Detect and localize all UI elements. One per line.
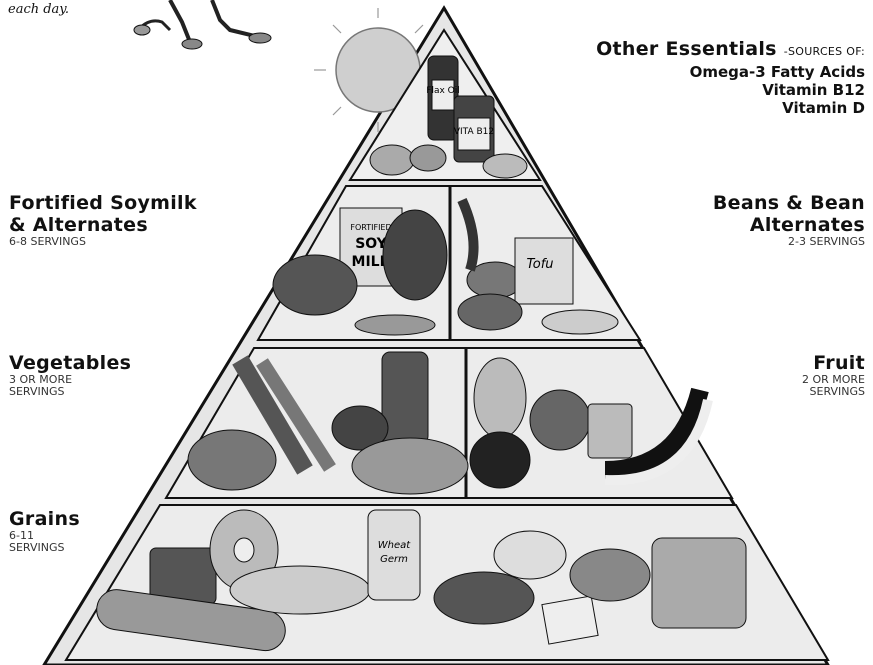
- crackers: [542, 596, 598, 644]
- beans-title-2: Alternates: [645, 214, 865, 236]
- peanuts: [542, 310, 618, 334]
- essentials-item-b12: Vitamin B12: [535, 81, 865, 99]
- label-vegetables: Vegetables 3 OR MORE SERVINGS: [9, 352, 169, 398]
- essentials-item-omega: Omega-3 Fatty Acids: [535, 63, 865, 81]
- vegetables-servings-2: SERVINGS: [9, 386, 169, 398]
- veggie-burger: [458, 294, 522, 330]
- label-other-essentials: Other Essentials -SOURCES OF: Omega-3 Fa…: [535, 38, 865, 117]
- cereal-bowl: [494, 531, 566, 579]
- vitamin-label: VITA B12: [454, 127, 494, 137]
- label-fruit: Fruit 2 OR MORE SERVINGS: [705, 352, 865, 398]
- grapes: [474, 358, 526, 438]
- fruit-title: Fruit: [705, 352, 865, 374]
- salad-bowl: [188, 430, 276, 490]
- label-soymilk: Fortified Soymilk & Alternates 6-8 SERVI…: [9, 192, 249, 248]
- walnuts: [370, 145, 414, 175]
- orange: [530, 390, 590, 450]
- label-grains: Grains 6-11 SERVINGS: [9, 508, 129, 554]
- jar-wheat: Wheat: [378, 540, 412, 551]
- potatoes: [352, 438, 468, 494]
- fruit-servings-2: SERVINGS: [705, 386, 865, 398]
- label-beans: Beans & Bean Alternates 2-3 SERVINGS: [645, 192, 865, 248]
- leafy-greens: [383, 210, 447, 300]
- soymilk-servings: 6-8 SERVINGS: [9, 236, 249, 248]
- vegetables-title: Vegetables: [9, 352, 169, 374]
- beans-servings: 2-3 SERVINGS: [645, 236, 865, 248]
- pita: [570, 549, 650, 601]
- flax-label-1: Flax Oil: [426, 86, 459, 96]
- essentials-prefix: -SOURCES OF:: [784, 45, 865, 58]
- beans-title-1: Beans & Bean: [645, 192, 865, 214]
- grains-title: Grains: [9, 508, 129, 530]
- bread-loaf: [652, 538, 746, 628]
- tofu-label: Tofu: [526, 257, 553, 272]
- juice-glass: [382, 352, 428, 444]
- seeds: [483, 154, 527, 178]
- jar-germ: Germ: [380, 554, 408, 565]
- essentials-title: Other Essentials: [596, 38, 777, 60]
- soymilk-title-1: Fortified Soymilk: [9, 192, 249, 214]
- fruit-juice: [588, 404, 632, 458]
- oatmeal-bowl: [434, 572, 534, 624]
- grains-servings-2: SERVINGS: [9, 542, 129, 554]
- carton-small: FORTIFIED: [350, 223, 391, 232]
- pasta-plate: [230, 566, 370, 614]
- soymilk-title-2: & Alternates: [9, 214, 249, 236]
- essentials-item-d: Vitamin D: [535, 99, 865, 117]
- broccoli: [273, 255, 357, 315]
- apple: [470, 432, 530, 488]
